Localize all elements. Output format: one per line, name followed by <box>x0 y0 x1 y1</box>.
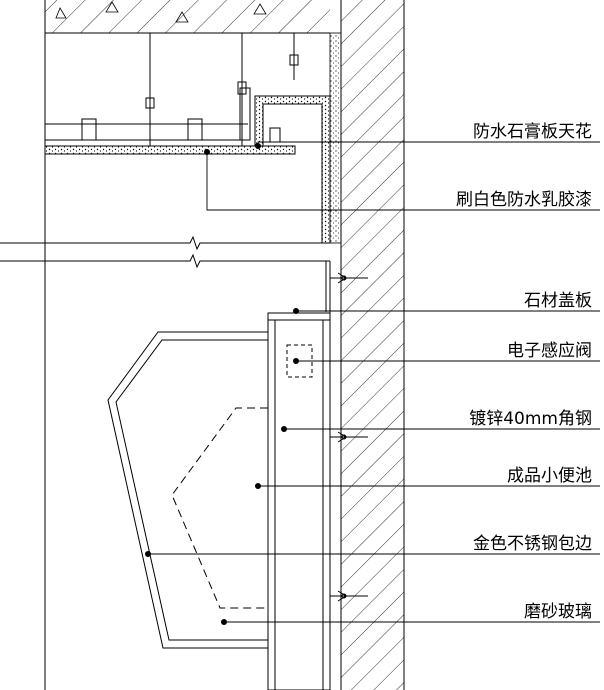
label-urinal: 成品小便池 <box>507 466 592 486</box>
wall-render-layer <box>329 32 342 244</box>
label-ceiling: 防水石膏板天花 <box>473 121 592 142</box>
ceiling-slab <box>45 0 330 34</box>
frosted-glass-partition <box>107 331 268 649</box>
urinal-body <box>171 407 268 609</box>
wall-lining <box>325 261 331 690</box>
soffit-box <box>254 95 331 244</box>
label-valve: 电子感应阀 <box>507 341 592 361</box>
label-trim: 金色不锈钢包边 <box>473 534 592 554</box>
ceiling-keel <box>45 87 251 141</box>
ceiling-board <box>44 145 296 155</box>
leader-dots <box>145 149 299 625</box>
label-glass: 磨砂玻璃 <box>524 602 592 622</box>
label-paint: 刷白色防水乳胶漆 <box>456 190 592 210</box>
anchor-bolts <box>330 272 368 602</box>
leader-lines <box>148 141 600 623</box>
label-angle: 镀锌40mm角钢 <box>469 409 592 429</box>
urinal-cabinet <box>267 312 331 690</box>
break-lines <box>0 235 330 269</box>
label-cover: 石材盖板 <box>524 291 592 311</box>
sensor-valve <box>286 344 313 378</box>
structural-wall <box>340 0 405 690</box>
ceiling-hangers <box>145 33 299 148</box>
